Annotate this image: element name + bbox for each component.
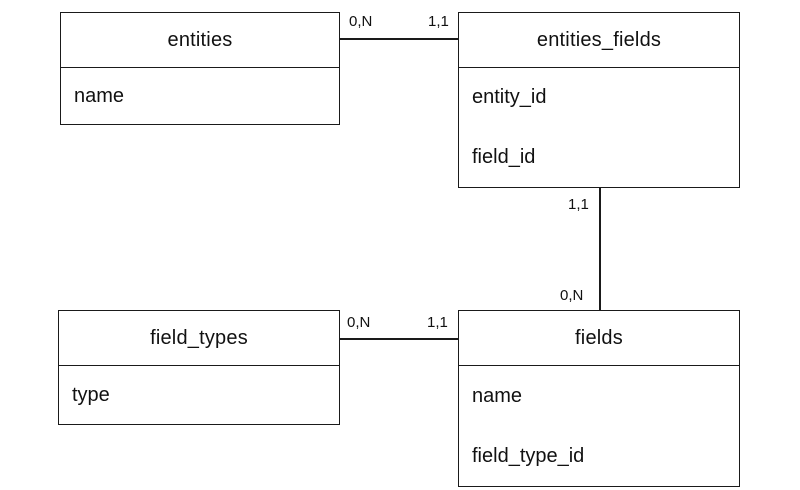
table-fields-body: name field_type_id <box>459 366 739 486</box>
table-fields: fields name field_type_id <box>458 310 740 487</box>
table-field_types-field-type: type <box>72 383 110 406</box>
table-entities_fields-header: entities_fields <box>459 13 739 68</box>
table-field_types-title: field_types <box>150 326 248 349</box>
table-entities-body: name <box>61 68 339 124</box>
edge-entities-entities_fields <box>340 38 458 40</box>
table-entities_fields-field-field_id: field_id <box>472 145 536 168</box>
edge-entities_fields-fields <box>599 188 601 310</box>
cardinality-entities_fields-side: 1,1 <box>428 13 449 30</box>
table-entities_fields-title: entities_fields <box>536 28 662 51</box>
table-fields-header: fields <box>459 311 739 366</box>
table-entities_fields-body: entity_id field_id <box>459 68 739 187</box>
table-entities-field-name: name <box>74 84 125 107</box>
cardinality-entities-side: 0,N <box>349 13 373 30</box>
table-field_types: field_types type <box>58 310 340 425</box>
table-entities_fields-field-entity_id: entity_id <box>472 86 547 109</box>
cardinality-fields-side: 1,1 <box>427 314 448 331</box>
table-field_types-header: field_types <box>59 311 339 366</box>
table-fields-field-name: name <box>472 384 523 407</box>
table-entities-title: entities <box>167 28 233 51</box>
table-field_types-body: type <box>59 366 339 424</box>
table-entities: entities name <box>60 12 340 125</box>
table-entities-header: entities <box>61 13 339 68</box>
cardinality-entities_fields-bottom: 1,1 <box>568 196 589 213</box>
table-fields-title: fields <box>575 326 623 349</box>
cardinality-fields-top: 0,N <box>560 287 584 304</box>
edge-field_types-fields <box>340 338 458 340</box>
table-fields-field-field_type_id: field_type_id <box>472 444 585 467</box>
cardinality-field_types-side: 0,N <box>347 314 371 331</box>
table-entities_fields: entities_fields entity_id field_id <box>458 12 740 188</box>
